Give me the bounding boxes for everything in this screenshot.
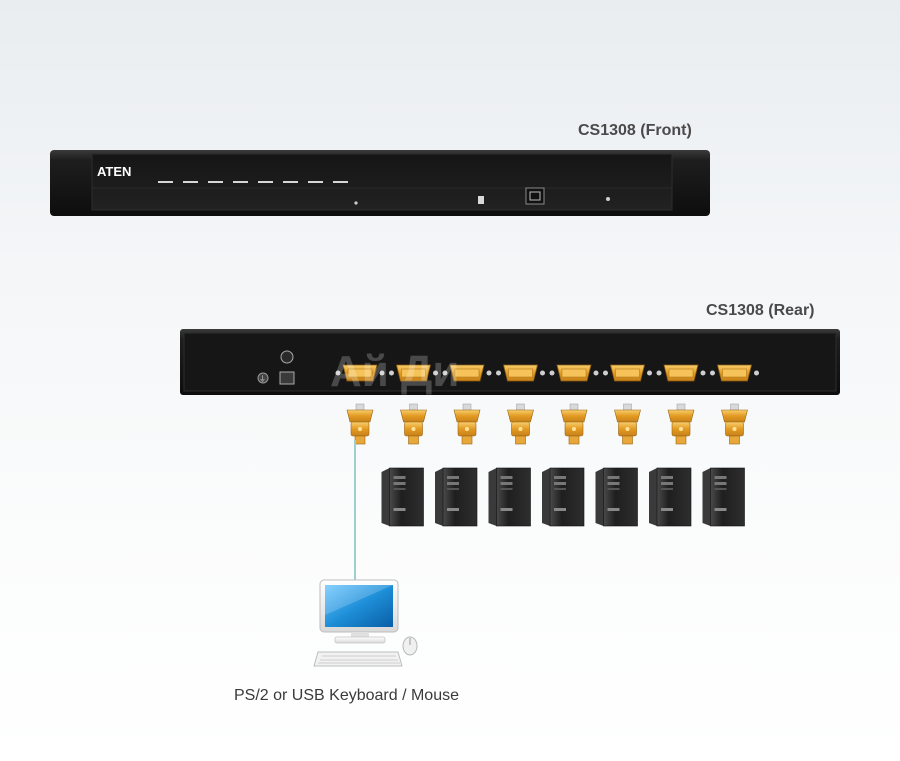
vga-connector-icon — [614, 403, 641, 445]
port-led — [283, 181, 298, 183]
tower-computer-icon — [595, 467, 638, 527]
console-label: PS/2 or USB Keyboard / Mouse — [234, 687, 459, 704]
port-led — [308, 181, 323, 183]
kvm-switch-rear: ⏚ — [180, 329, 840, 395]
rear-kvm-port — [710, 364, 759, 382]
port-led — [333, 181, 348, 183]
vga-connector-icon — [507, 403, 534, 445]
port-led — [183, 181, 198, 183]
power-jack — [279, 371, 295, 385]
reset-led — [354, 201, 358, 205]
computer-connections — [346, 403, 748, 527]
watermark-text: Ай Ди — [330, 347, 459, 396]
vga-connector-icon — [560, 403, 588, 445]
rear-kvm-port — [389, 364, 438, 382]
rear-kvm-port — [496, 364, 545, 382]
desktop-computer-icon — [313, 440, 418, 667]
port-led-group — [158, 181, 348, 183]
front-usb-port — [478, 196, 484, 204]
power-switch — [280, 350, 294, 364]
port-led — [233, 181, 248, 183]
rear-kvm-port — [549, 364, 599, 382]
port-led — [158, 181, 173, 183]
keyboard-icon — [313, 651, 403, 667]
svg-text:⏚: ⏚ — [259, 375, 266, 383]
tower-computer-icon — [381, 467, 424, 527]
vga-connector-icon — [453, 403, 481, 445]
front-panel-title: CS1308 (Front) — [578, 122, 692, 139]
vga-connector-icon — [667, 403, 695, 445]
rear-kvm-port — [656, 364, 706, 382]
vga-connector-icon — [721, 403, 748, 445]
vga-connector-icon — [400, 403, 427, 445]
rear-panel-title: CS1308 (Rear) — [706, 302, 815, 319]
rear-kvm-port — [442, 364, 492, 382]
ground-screw — [257, 372, 269, 384]
vga-connector-icon — [346, 403, 374, 445]
tower-computer-icon — [702, 467, 745, 527]
rear-kvm-port — [335, 364, 385, 382]
tower-computer-icon — [488, 467, 531, 527]
mouse-icon — [402, 636, 418, 656]
port-led — [258, 181, 273, 183]
rear-kvm-port — [603, 364, 652, 382]
tower-computer-icon — [542, 467, 585, 527]
kvm-switch-front: ATEN — [50, 150, 710, 216]
rear-port-group — [335, 364, 759, 382]
tower-computer-icon — [435, 467, 478, 527]
port-led — [208, 181, 223, 183]
aten-logo: ATEN — [97, 164, 131, 179]
firmware-port — [525, 187, 545, 205]
power-led — [606, 197, 610, 201]
tower-computer-icon — [649, 467, 692, 527]
